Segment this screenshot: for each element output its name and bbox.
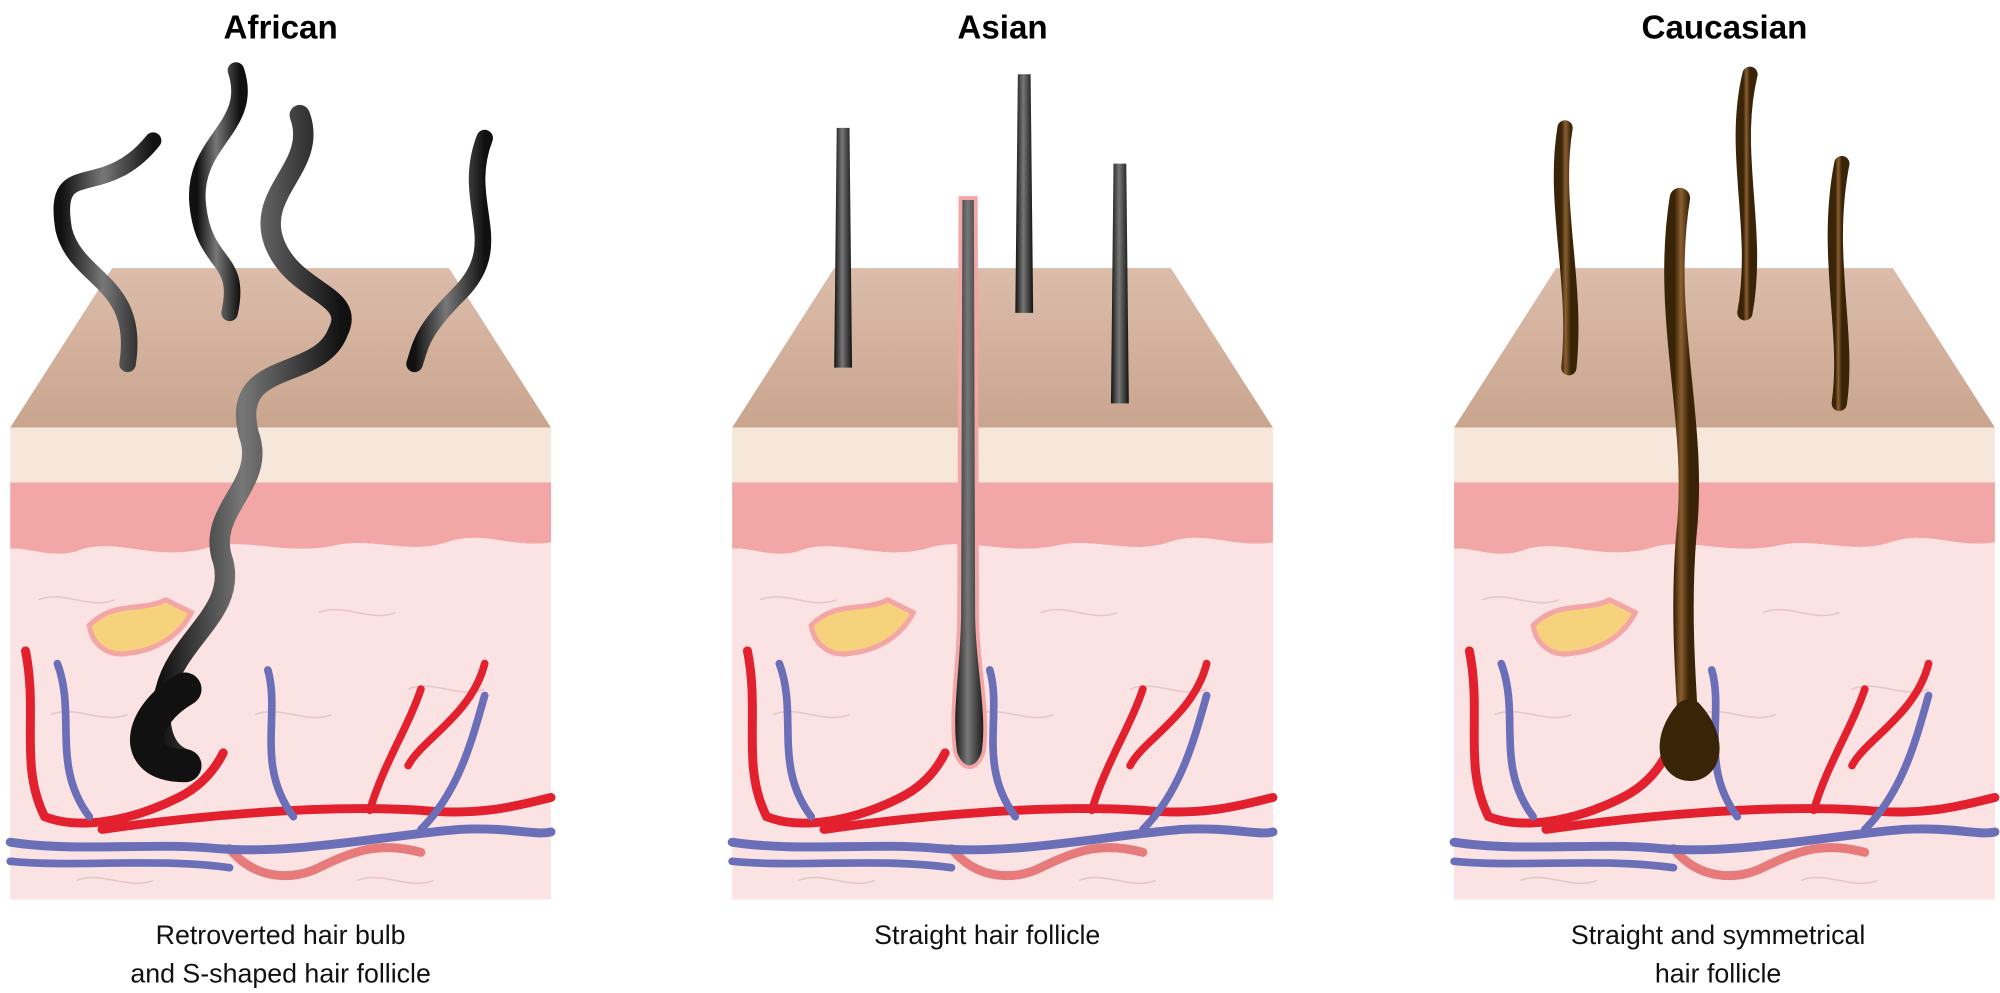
caption-line-1: Straight hair follicle: [874, 920, 1100, 950]
wavy-brown-hair: [1553, 66, 1850, 781]
caption-line-2: hair follicle: [1655, 958, 1781, 988]
panel-title: African: [223, 10, 337, 47]
panel-title: Caucasian: [1642, 10, 1808, 47]
caption-line-1: Straight and symmetrical: [1571, 920, 1866, 950]
panel-caucasian: Caucasian Straight and symmetrical hair …: [1454, 10, 1995, 988]
panel-asian: Asian Straight hair follicle: [732, 10, 1273, 950]
straight-hair: [834, 74, 1129, 770]
curly-hair: [53, 62, 493, 783]
caption-line-2: and S-shaped hair follicle: [130, 958, 431, 988]
panel-african: African Retroverted hair bulb and S-shap…: [10, 10, 551, 988]
caption-line-1: Retroverted hair bulb: [156, 920, 406, 950]
panel-title: Asian: [957, 10, 1047, 47]
